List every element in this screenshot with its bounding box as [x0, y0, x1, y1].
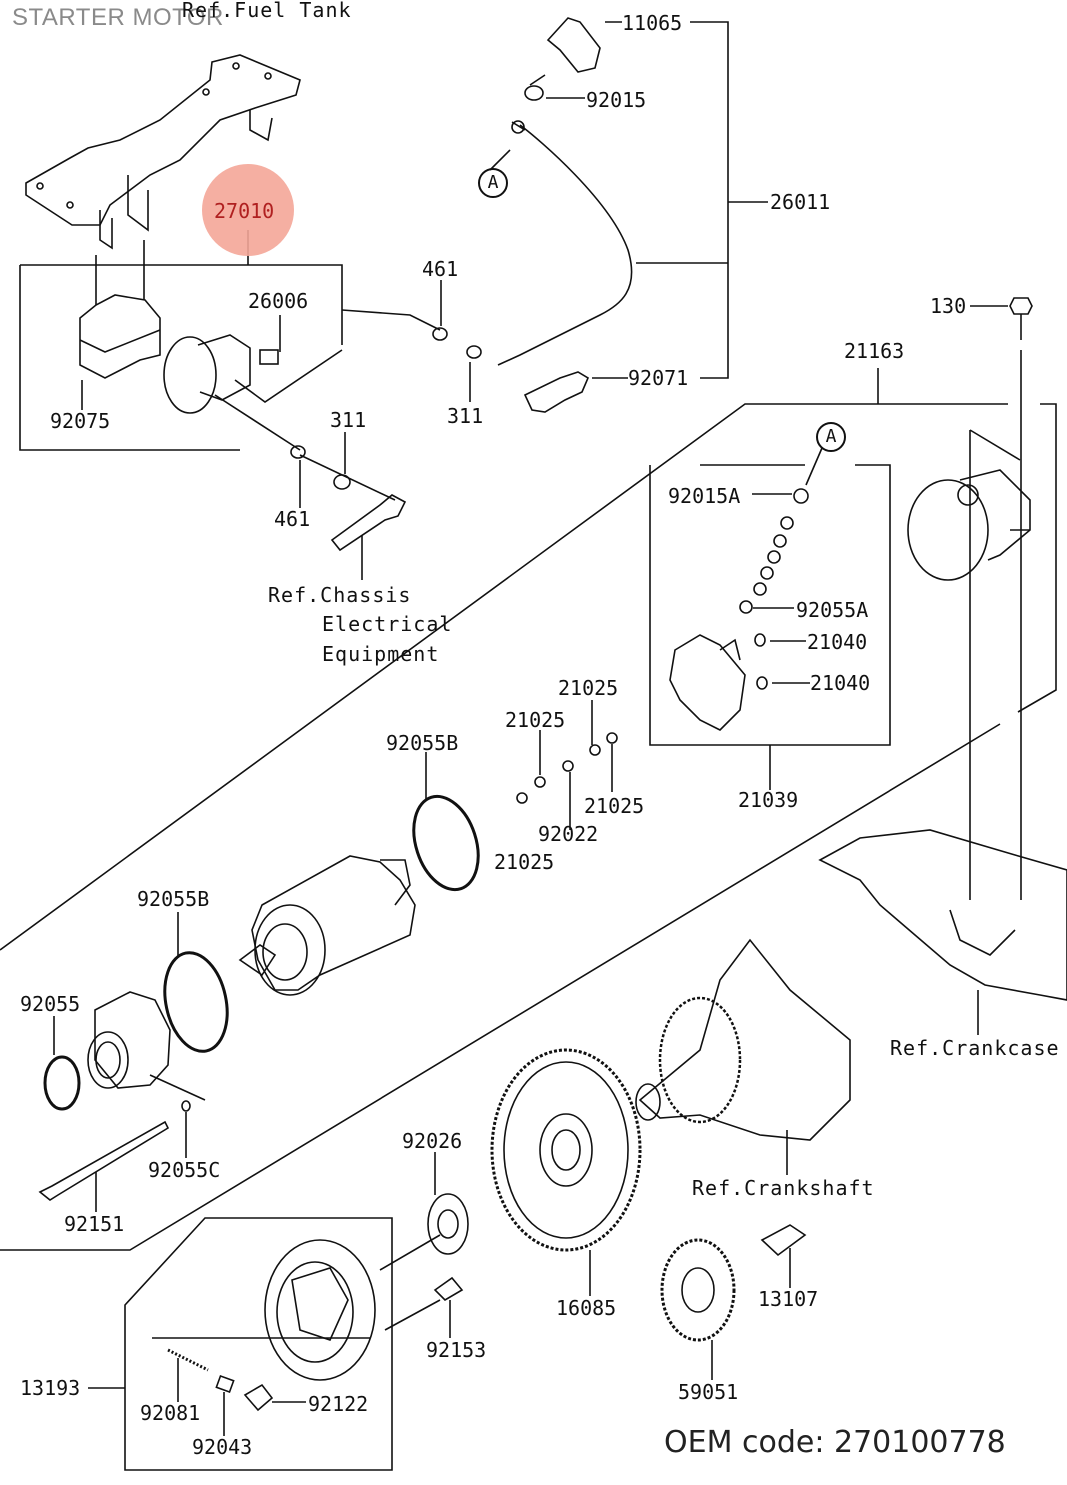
box-21039: [649, 464, 891, 746]
highlight-circle: [202, 164, 294, 256]
part-label-26006[interactable]: 26006: [248, 289, 309, 313]
part-21163-shape: [907, 479, 989, 581]
part-label-92015A[interactable]: 92015A: [668, 484, 741, 508]
part-label-21163[interactable]: 21163: [844, 339, 905, 363]
part-front-cover: [94, 991, 171, 1089]
part-label-311-right[interactable]: 311: [447, 404, 484, 428]
crankcase-shape: [818, 829, 1067, 1001]
diagram-title: STARTER MOTOR: [12, 4, 224, 31]
ref-chassis-line3: Equipment: [322, 642, 440, 666]
part-92151-shape: [38, 1120, 170, 1201]
part-label-21025-a[interactable]: 21025: [558, 676, 619, 700]
part-92071-shape: [523, 371, 590, 413]
part-92075-shape: [79, 294, 161, 379]
part-label-11065[interactable]: 11065: [622, 11, 683, 35]
part-130-shape: [1009, 297, 1033, 315]
part-label-13107[interactable]: 13107: [758, 1287, 819, 1311]
part-11065-shape: [546, 17, 601, 73]
cable-26011: [497, 124, 633, 366]
part-label-130[interactable]: 130: [930, 294, 967, 318]
ref-chassis-line1: Ref.Chassis: [268, 583, 412, 607]
part-label-92055B-top[interactable]: 92055B: [386, 731, 459, 755]
part-label-92153[interactable]: 92153: [426, 1338, 487, 1362]
part-label-461-top[interactable]: 461: [422, 257, 459, 281]
part-label-311-left[interactable]: 311: [330, 408, 367, 432]
ref-fuel-tank: Ref.Fuel Tank: [182, 0, 352, 22]
callout-a-box: A: [816, 422, 846, 452]
oem-code: OEM code: 270100778: [664, 1425, 1006, 1460]
part-92055B-top-ring: [412, 794, 480, 892]
part-16085-gear: [490, 1048, 642, 1252]
part-label-92151[interactable]: 92151: [64, 1212, 125, 1236]
part-brush-plate: [669, 634, 746, 731]
callout-a-top: A: [478, 168, 508, 198]
box-13193: [124, 1217, 393, 1471]
part-label-92081[interactable]: 92081: [140, 1401, 201, 1425]
part-label-92055B[interactable]: 92055B: [137, 887, 210, 911]
part-starter-clutch: [264, 1239, 376, 1381]
highlighted-part-number[interactable]: 27010: [214, 199, 275, 223]
part-92026-washer: [427, 1193, 469, 1255]
part-label-59051[interactable]: 59051: [678, 1380, 739, 1404]
part-label-16085[interactable]: 16085: [556, 1296, 617, 1320]
part-label-92022[interactable]: 92022: [538, 822, 599, 846]
part-label-92026[interactable]: 92026: [402, 1129, 463, 1153]
part-label-92075[interactable]: 92075: [50, 409, 111, 433]
part-label-92015[interactable]: 92015: [586, 88, 647, 112]
starter-motor-body: [251, 855, 416, 991]
part-label-21025-c[interactable]: 21025: [584, 794, 645, 818]
box-27010: [19, 264, 343, 451]
part-label-21039[interactable]: 21039: [738, 788, 799, 812]
part-label-92055A[interactable]: 92055A: [796, 598, 869, 622]
part-label-92071[interactable]: 92071: [628, 366, 689, 390]
ref-chassis-line2: Electrical: [322, 612, 453, 636]
part-label-92043[interactable]: 92043: [192, 1435, 253, 1459]
part-label-21040-bottom[interactable]: 21040: [810, 671, 871, 695]
ref-crankshaft: Ref.Crankshaft: [692, 1176, 875, 1200]
part-label-21025-b[interactable]: 21025: [505, 708, 566, 732]
crankshaft-shape: [638, 938, 851, 1141]
part-label-26011[interactable]: 26011: [770, 190, 831, 214]
part-92055B-ring: [163, 951, 229, 1053]
part-59051-gear: [660, 1238, 736, 1342]
part-label-21040-top[interactable]: 21040: [807, 630, 868, 654]
part-label-92055[interactable]: 92055: [20, 992, 81, 1016]
ref-crankcase: Ref.Crankcase: [890, 1036, 1060, 1060]
assembly-frame: [0, 403, 1057, 1251]
part-label-92055C[interactable]: 92055C: [148, 1158, 221, 1182]
part-label-21025-d[interactable]: 21025: [494, 850, 555, 874]
part-92055-ring: [43, 1055, 81, 1111]
part-relay-shape: [163, 336, 217, 414]
part-label-13193[interactable]: 13193: [20, 1376, 81, 1400]
part-label-461-bottom[interactable]: 461: [274, 507, 311, 531]
part-label-92122[interactable]: 92122: [308, 1392, 369, 1416]
part-13107-shape: [760, 1224, 807, 1257]
